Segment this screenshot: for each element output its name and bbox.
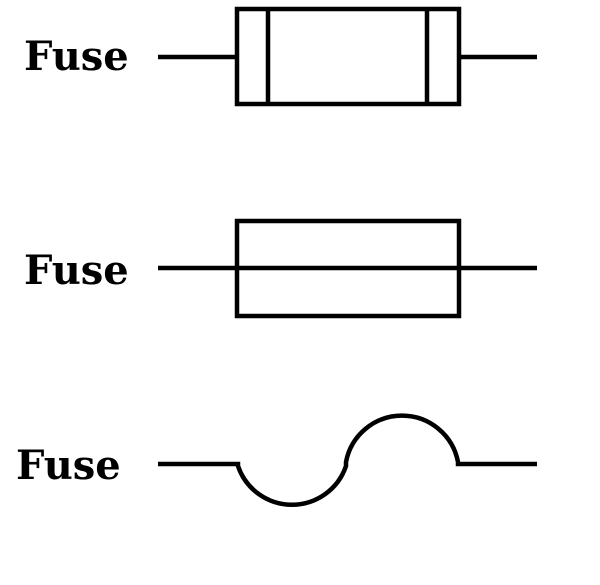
fuse-symbol-box-with-end-bars-icon	[158, 6, 537, 107]
s-curve-wire	[158, 413, 537, 507]
fuse-label-3: Fuse	[16, 442, 121, 489]
fuse-label-2: Fuse	[24, 247, 129, 294]
fuse-symbol-s-curve-wire-icon	[158, 413, 537, 507]
fuse-label-1: Fuse	[24, 33, 129, 80]
fuse-symbol-box-with-through-wire-icon	[158, 218, 537, 319]
